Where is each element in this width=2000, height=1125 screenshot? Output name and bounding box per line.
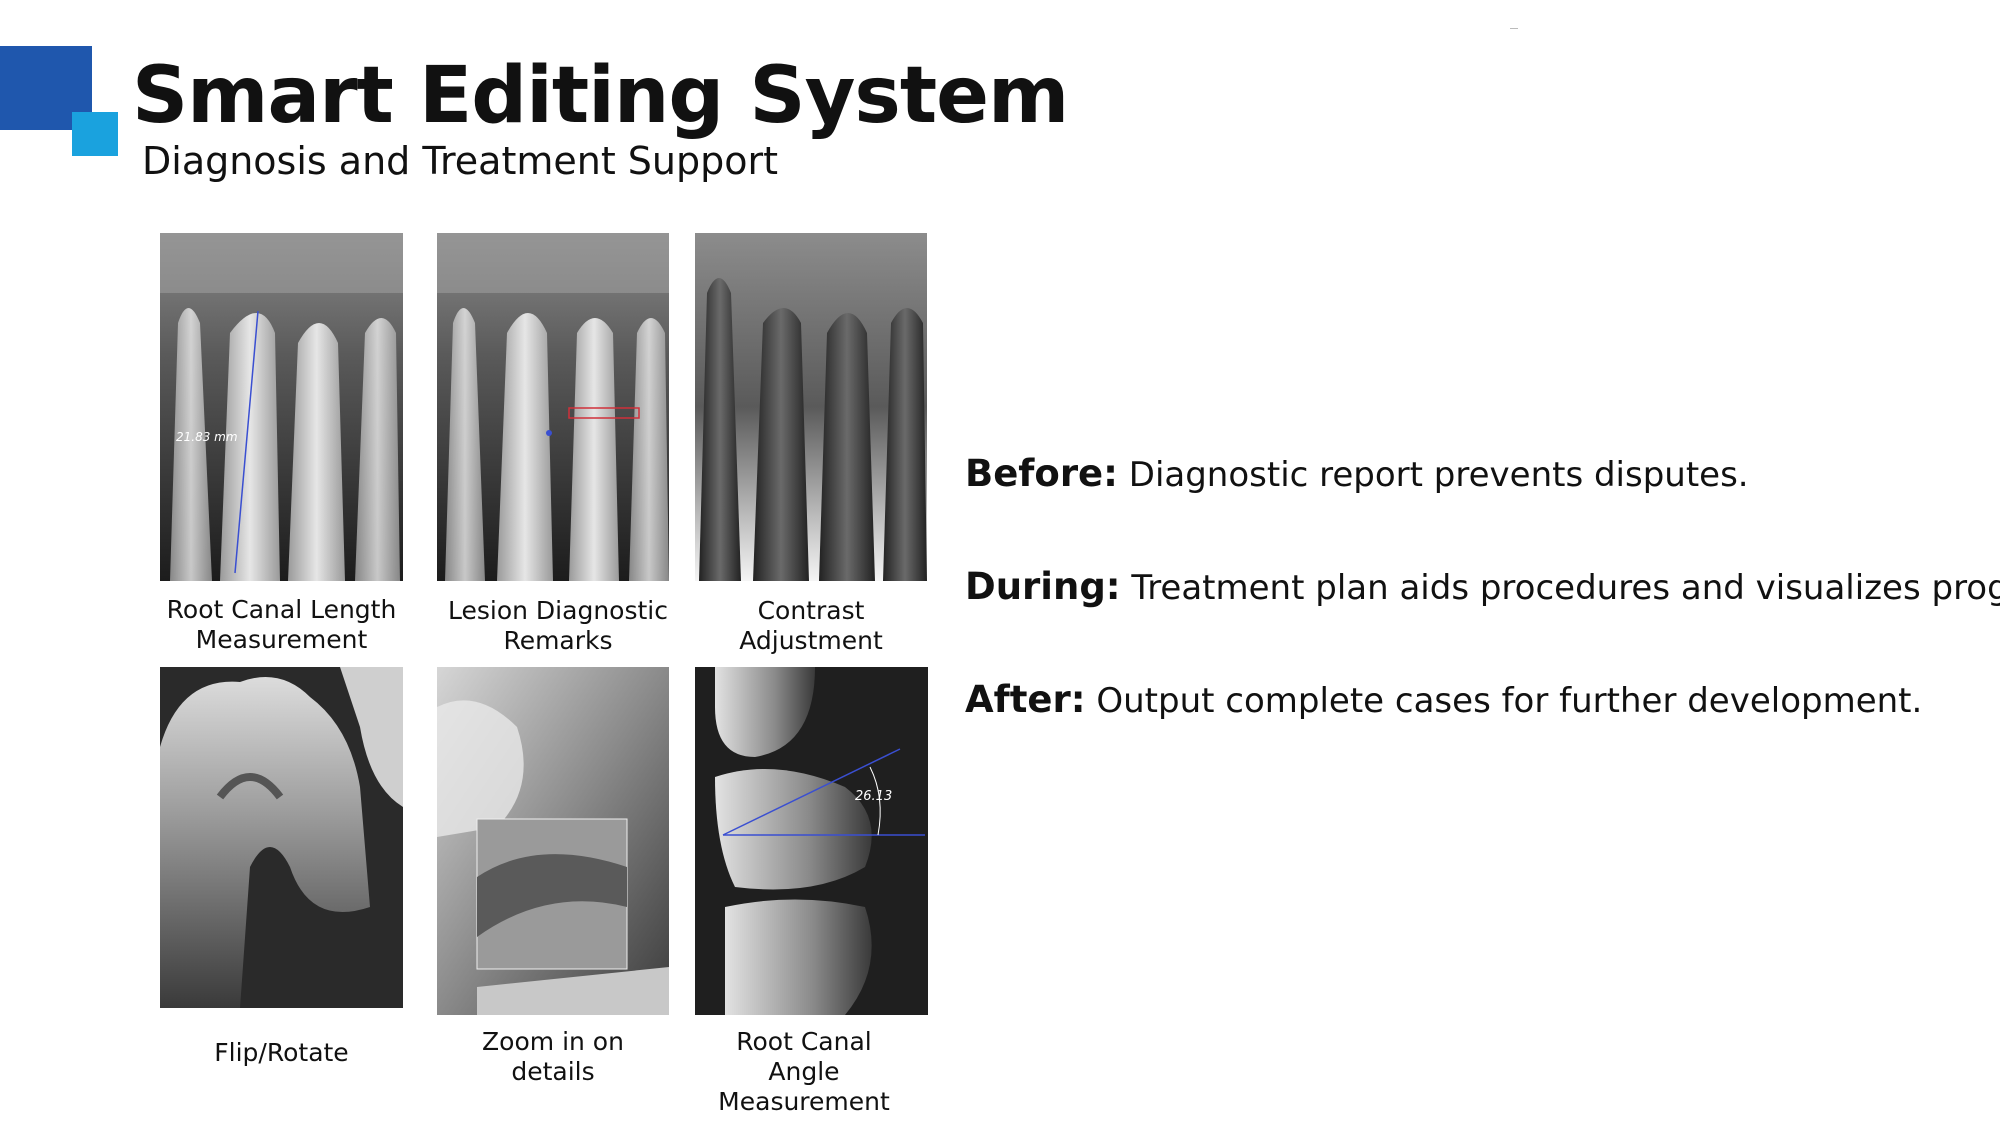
benefit-before-text: Diagnostic report prevents disputes.	[1128, 455, 1749, 495]
xray-zoom-details	[437, 667, 669, 1015]
caption-flip-rotate: Flip/Rotate	[214, 1038, 349, 1067]
benefit-during: During: Treatment plan aids procedures a…	[965, 565, 2000, 610]
measurement-label: 21.83 mm	[176, 430, 238, 444]
benefit-before: Before: Diagnostic report prevents dispu…	[965, 452, 1995, 497]
benefit-after: After: Output complete cases for further…	[965, 678, 1995, 723]
benefit-before-label: Before:	[965, 452, 1118, 495]
benefit-during-label: During:	[965, 565, 1121, 608]
page-subtitle: Diagnosis and Treatment Support	[142, 139, 779, 183]
decor-mark	[1510, 28, 1518, 29]
decor-square-small	[72, 112, 118, 156]
benefit-after-label: After:	[965, 678, 1086, 721]
xray-flip-rotate	[160, 667, 403, 1008]
angle-label: 26.13	[855, 789, 893, 804]
benefit-during-text: Treatment plan aids procedures and visua…	[1131, 568, 2000, 608]
xray-contrast-adjustment	[695, 233, 927, 581]
xray-root-canal-angle: 26.13	[695, 667, 928, 1015]
xray-root-canal-length: 21.83 mm	[160, 233, 403, 581]
benefit-after-text: Output complete cases for further develo…	[1096, 681, 1923, 721]
page-title: Smart Editing System	[132, 51, 1069, 141]
xray-lesion-remarks	[437, 233, 669, 581]
